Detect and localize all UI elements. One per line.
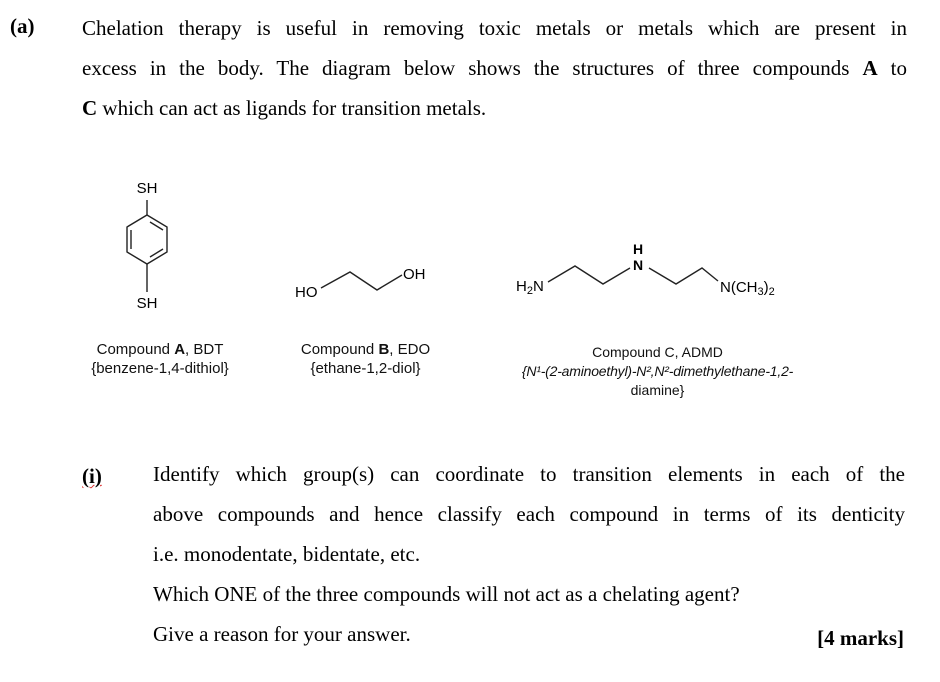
sh-bottom-label: SH — [137, 295, 158, 312]
caption-c-name-line1: {N¹-(2-aminoethyl)-N²,N²-dimethylethane-… — [521, 363, 794, 379]
oh-label: OH — [403, 266, 426, 283]
sh-top-label: SH — [137, 180, 158, 197]
subquestion-text: Identify which group(s) can coordinate t… — [153, 454, 905, 654]
caption-b-name: {ethane-1,2-diol} — [310, 360, 421, 377]
structure-c-chain-right — [648, 267, 719, 285]
nh-n-label: N — [633, 257, 643, 273]
marks-label: [4 marks] — [817, 626, 904, 650]
structure-a — [126, 200, 168, 292]
subq-line-4: Which ONE of the three compounds will no… — [153, 582, 740, 606]
ring-double-bond-1 — [149, 221, 164, 231]
subquestion-label: (i) — [82, 464, 102, 488]
ho-label: HO — [295, 284, 318, 301]
intro-line-3-text: which can act as ligands for transition … — [97, 96, 487, 120]
subq-line-2: above compounds and hence classify each … — [153, 502, 905, 526]
intro-line-2-end: to — [877, 56, 907, 80]
intro-line-3: C which can act as ligands for transitio… — [82, 88, 907, 128]
caption-a-title: Compound A, BDT — [96, 341, 224, 358]
intro-line-1: Chelation therapy is useful in removing … — [82, 16, 907, 40]
caption-compound-a: Compound A, BDT {benzene-1,4-dithiol} — [60, 340, 260, 378]
nh-h-label: H — [633, 241, 643, 257]
caption-c-title: Compound C, ADMD — [592, 344, 723, 360]
caption-compound-b: Compound B, EDO {ethane-1,2-diol} — [268, 340, 463, 378]
caption-compound-c: Compound C, ADMD {N¹-(2-aminoethyl)-N²,N… — [470, 343, 845, 400]
structure-c-chain-left — [547, 265, 631, 285]
compound-letter-a: A — [862, 56, 878, 80]
caption-a-name: {benzene-1,4-dithiol} — [91, 360, 229, 377]
subq-line-5: Give a reason for your answer. — [153, 622, 411, 646]
h2n-label: H2N — [516, 278, 544, 297]
caption-c-name-line2: diamine} — [630, 382, 685, 398]
ring-double-bond-2 — [149, 248, 164, 258]
intro-line-2: excess in the body. The diagram below sh… — [82, 48, 907, 88]
caption-b-title: Compound B, EDO — [300, 341, 431, 358]
subq-line-1: Identify which group(s) can coordinate t… — [153, 462, 905, 486]
intro-paragraph: Chelation therapy is useful in removing … — [82, 8, 907, 128]
part-label: (a) — [10, 14, 35, 38]
subq-line-3: i.e. monodentate, bidentate, etc. — [153, 542, 421, 566]
intro-line-2-text: excess in the body. The diagram below sh… — [82, 56, 863, 80]
structure-b-chain — [320, 271, 403, 291]
benzene-ring — [126, 214, 168, 265]
dimethylamino-label: N(CH3)2 — [720, 279, 775, 298]
compound-letter-c: C — [82, 96, 98, 120]
